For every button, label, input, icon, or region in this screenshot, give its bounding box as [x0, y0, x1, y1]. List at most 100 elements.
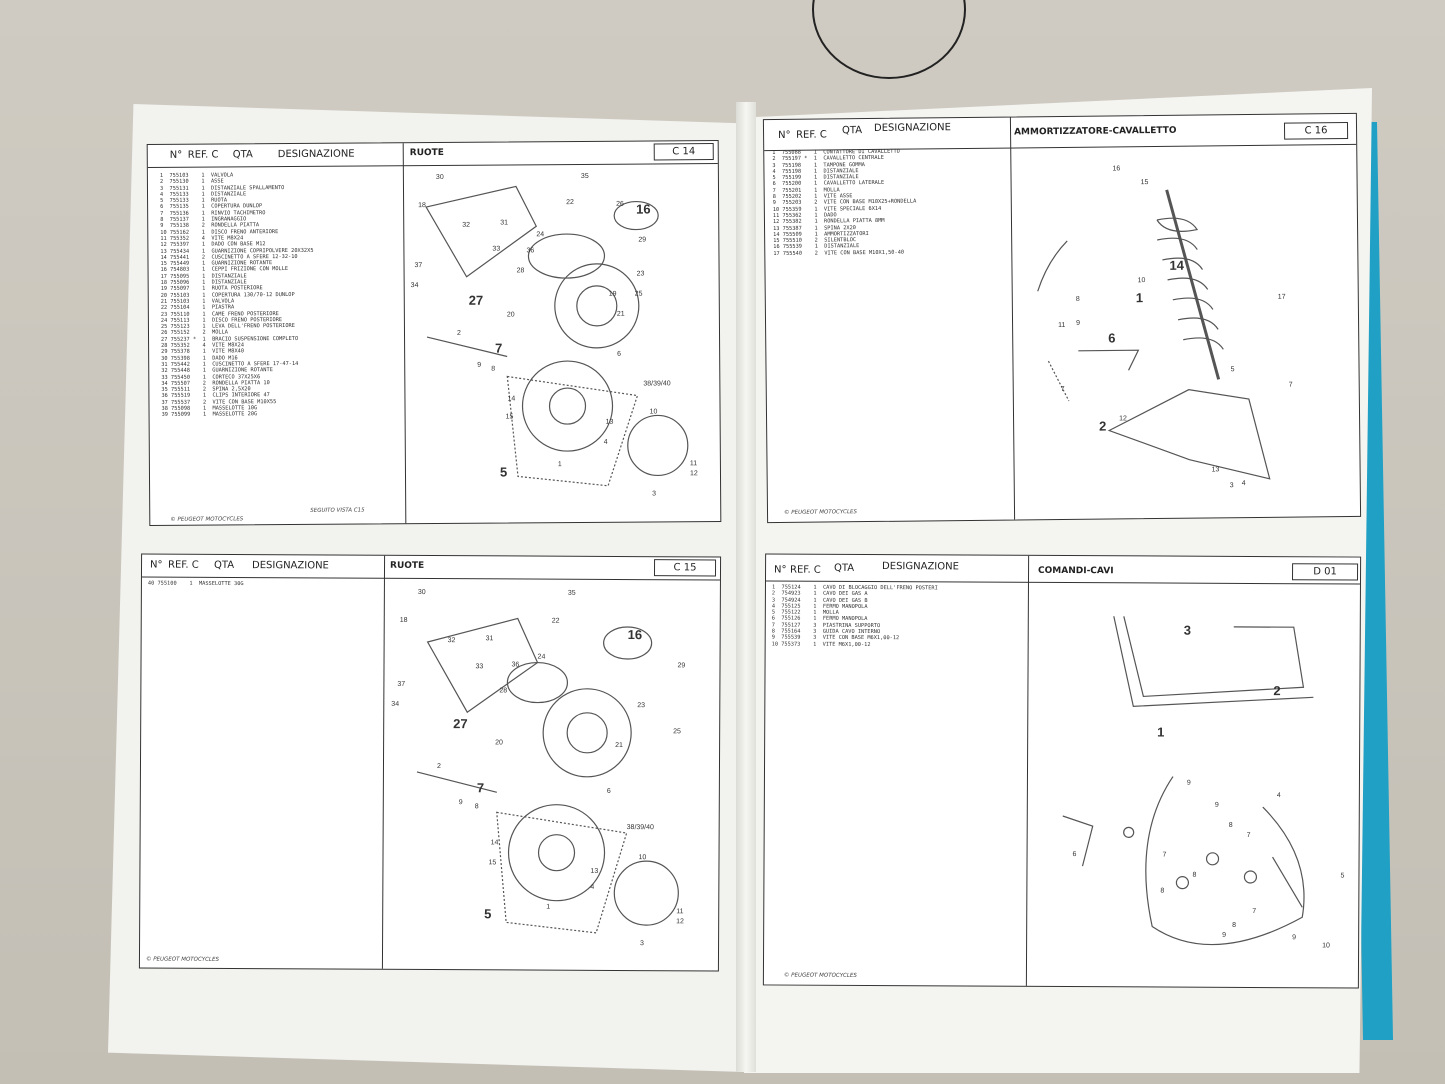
svg-text:9: 9 — [1222, 932, 1226, 939]
svg-text:2: 2 — [437, 763, 441, 770]
svg-text:23: 23 — [637, 271, 645, 278]
svg-text:8: 8 — [475, 803, 479, 810]
copyright-footer: © PEUGEOT MOTOCYCLES — [170, 516, 244, 523]
svg-text:36: 36 — [511, 661, 519, 668]
sheet-c15: N° REF. C QTA DESIGNAZIONE RUOTE C 15 40… — [138, 553, 722, 972]
svg-text:4: 4 — [604, 439, 608, 446]
svg-text:6: 6 — [1108, 330, 1115, 345]
svg-text:9: 9 — [1215, 802, 1219, 809]
svg-text:6: 6 — [1073, 851, 1077, 858]
sheet-c14: N° REF. C QTA DESIGNAZIONE RUOTE C 14 1 … — [146, 140, 722, 526]
svg-text:7: 7 — [477, 780, 484, 795]
column-divider — [1009, 117, 1016, 520]
svg-text:9: 9 — [459, 799, 463, 806]
svg-text:18: 18 — [400, 617, 408, 624]
svg-text:10: 10 — [1322, 942, 1330, 949]
svg-text:37: 37 — [415, 262, 423, 269]
col-ref: REF. C — [187, 149, 219, 161]
col-qta: QTA — [834, 562, 855, 574]
copyright-footer: © PEUGEOT MOTOCYCLES — [145, 956, 219, 963]
svg-text:28: 28 — [517, 267, 525, 274]
svg-text:5: 5 — [484, 906, 491, 921]
svg-text:20: 20 — [507, 311, 515, 318]
svg-text:13: 13 — [590, 868, 598, 875]
svg-text:18: 18 — [418, 202, 426, 209]
svg-text:2: 2 — [1273, 683, 1280, 698]
svg-text:6: 6 — [607, 788, 611, 795]
parts-list: 1 755088 1 CONTATTORE DI CAVALLETTO 2 75… — [772, 148, 917, 257]
col-qta: QTA — [232, 149, 253, 161]
svg-text:26: 26 — [616, 201, 624, 208]
svg-text:7: 7 — [1247, 832, 1251, 839]
svg-text:9: 9 — [1292, 934, 1296, 941]
svg-text:7: 7 — [1252, 908, 1256, 915]
page-code: C 15 — [653, 559, 717, 577]
copyright-footer: © PEUGEOT MOTOCYCLES — [783, 972, 857, 979]
svg-text:32: 32 — [462, 222, 470, 229]
sheet-header: N° REF. C QTA DESIGNAZIONE RUOTE C 15 — [141, 554, 721, 581]
sheet-header: N° REF. C QTA DESIGNAZIONE AMMORTIZZATOR… — [763, 113, 1357, 152]
column-divider — [1025, 555, 1030, 986]
page-code: C 14 — [653, 143, 714, 161]
svg-text:35: 35 — [581, 173, 589, 180]
svg-text:2: 2 — [1099, 419, 1106, 434]
svg-text:2: 2 — [457, 330, 461, 337]
svg-text:3: 3 — [640, 940, 644, 947]
svg-text:36: 36 — [526, 247, 534, 254]
svg-text:16: 16 — [636, 201, 651, 216]
svg-text:11: 11 — [690, 460, 697, 467]
svg-text:22: 22 — [566, 199, 574, 206]
svg-text:37: 37 — [397, 681, 405, 688]
svg-text:12: 12 — [1119, 415, 1127, 422]
svg-text:10: 10 — [1138, 277, 1146, 284]
svg-text:17: 17 — [1278, 294, 1286, 301]
svg-text:15: 15 — [1141, 179, 1149, 186]
col-designazione: DESIGNAZIONE — [873, 122, 951, 134]
parts-list: 1 755103 1 VALVOLA 2 755130 1 ASSE 3 755… — [159, 172, 314, 419]
svg-text:8: 8 — [1076, 296, 1080, 303]
svg-text:8: 8 — [1229, 822, 1233, 829]
svg-text:10: 10 — [650, 408, 658, 415]
svg-text:15: 15 — [506, 413, 514, 420]
col-designazione: DESIGNAZIONE — [882, 561, 959, 573]
col-n: N° — [150, 559, 163, 571]
svg-text:1: 1 — [558, 461, 562, 468]
col-n: N° — [169, 149, 183, 161]
col-n: N° — [774, 564, 787, 576]
svg-text:3: 3 — [1184, 623, 1191, 638]
svg-text:10: 10 — [638, 854, 646, 861]
svg-text:25: 25 — [635, 291, 643, 298]
col-n: N° — [778, 129, 791, 141]
svg-text:1: 1 — [546, 904, 550, 911]
svg-text:13: 13 — [606, 419, 614, 426]
svg-text:12: 12 — [690, 470, 698, 477]
section-title: RUOTE — [390, 560, 425, 571]
sheet-d01: N° REF. C QTA DESIGNAZIONE COMANDI-CAVI … — [762, 553, 1362, 989]
svg-text:4: 4 — [1242, 480, 1246, 487]
continued-note: SEGUITO VISTA C15 — [310, 507, 365, 514]
svg-text:14: 14 — [491, 839, 499, 846]
sheet-c16: N° REF. C QTA DESIGNAZIONE AMMORTIZZATOR… — [762, 112, 1362, 524]
svg-text:1: 1 — [1136, 290, 1143, 305]
col-designazione: DESIGNAZIONE — [277, 148, 355, 161]
svg-text:8: 8 — [1160, 888, 1164, 895]
page-code: D 01 — [1292, 563, 1359, 581]
col-ref: REF. C — [790, 564, 821, 576]
col-ref: REF. C — [796, 129, 827, 141]
svg-text:4: 4 — [590, 884, 594, 891]
svg-text:30: 30 — [436, 174, 444, 181]
svg-text:28: 28 — [499, 687, 507, 694]
booklet-gutter — [736, 102, 756, 1072]
col-designazione: DESIGNAZIONE — [251, 560, 329, 572]
parts-list: 40 755100 1 MASSELOTTE 30G — [147, 580, 244, 588]
svg-text:25: 25 — [673, 728, 681, 735]
svg-text:12: 12 — [676, 918, 684, 925]
col-ref: REF. C — [168, 559, 199, 571]
svg-text:33: 33 — [492, 246, 500, 253]
svg-text:34: 34 — [411, 282, 419, 289]
svg-text:34: 34 — [391, 701, 399, 708]
